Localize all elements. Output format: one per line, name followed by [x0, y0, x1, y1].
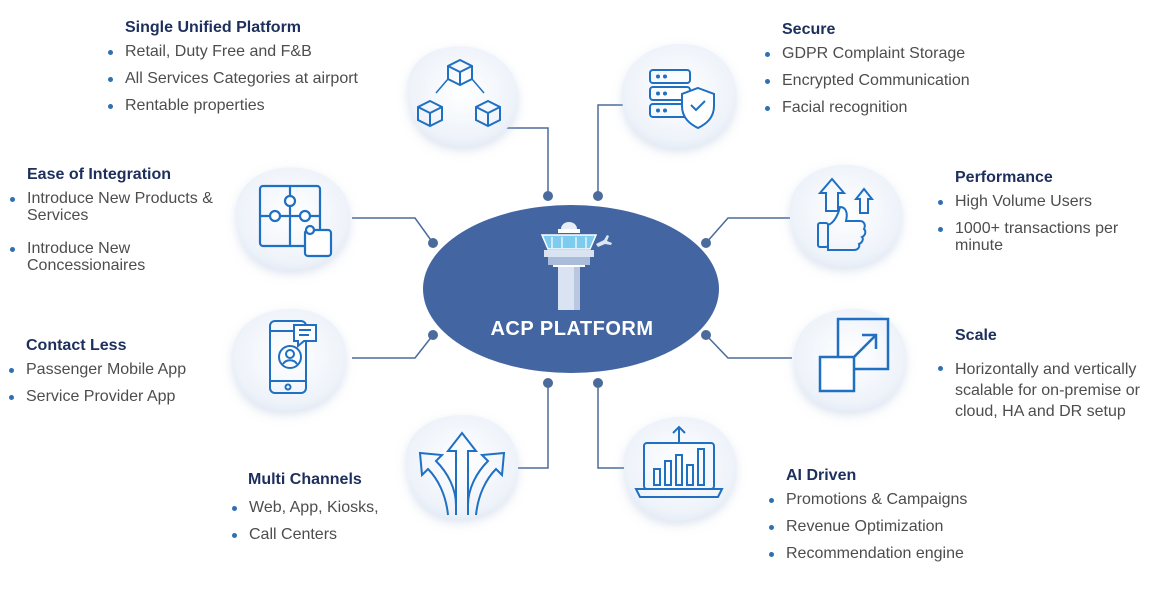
- thumbs-up-arrows-icon: [789, 164, 903, 268]
- connector-scale: [705, 334, 792, 359]
- laptop-chart-icon: [623, 416, 737, 521]
- split-arrows-icon: [405, 414, 519, 519]
- connector-ai-driven: [597, 383, 625, 469]
- feature-item: Web, App, Kiosks,: [231, 499, 431, 516]
- connector-contact-less: [352, 334, 434, 359]
- feature-item: Rentable properties: [107, 97, 397, 114]
- connector-ease-of-integration: [352, 217, 434, 244]
- server-shield-icon: [622, 43, 736, 148]
- feature-title: AI Driven: [786, 467, 857, 484]
- feature-item: Horizontally and vertically scalable for…: [937, 359, 1157, 422]
- feature-contact-less: Contact Less Passenger Mobile App Servic…: [8, 337, 228, 415]
- puzzle-icon: [236, 167, 351, 271]
- feature-item: Revenue Optimization: [768, 518, 1008, 535]
- feature-item: Passenger Mobile App: [8, 361, 228, 378]
- feature-item: All Services Categories at airport: [107, 70, 397, 87]
- feature-item: High Volume Users: [937, 193, 1157, 210]
- feature-single-unified-platform: Single Unified Platform Retail, Duty Fre…: [107, 19, 397, 124]
- feature-multi-channels: Multi Channels Web, App, Kiosks, Call Ce…: [231, 471, 431, 553]
- feature-item: 1000+ transactions per minute: [937, 220, 1135, 254]
- feature-secure: Secure GDPR Complaint Storage Encrypted …: [764, 21, 1024, 126]
- feature-item: Service Provider App: [8, 388, 228, 405]
- feature-ease-of-integration: Ease of Integration Introduce New Produc…: [9, 166, 224, 284]
- feature-title: Scale: [955, 327, 997, 344]
- feature-item: Call Centers: [231, 526, 431, 543]
- feature-performance: Performance High Volume Users 1000+ tran…: [937, 169, 1157, 264]
- feature-title: Secure: [782, 21, 836, 38]
- control-tower-icon: [540, 222, 612, 310]
- cubes-icon: [407, 46, 519, 147]
- connector-performance: [705, 217, 790, 244]
- hub-title: ACP PLATFORM: [490, 318, 654, 340]
- feature-item: Introduce New Products & Services: [9, 190, 224, 224]
- feature-item: Promotions & Campaigns: [768, 491, 1008, 508]
- feature-scale: Scale Horizontally and vertically scalab…: [937, 327, 1157, 432]
- feature-item: Retail, Duty Free and F&B: [107, 43, 397, 60]
- connector-dots: [428, 191, 711, 388]
- feature-item: Introduce New Concessionaires: [9, 240, 157, 274]
- feature-item: Encrypted Communication: [764, 72, 1024, 89]
- feature-item: Recommendation engine: [768, 545, 1008, 562]
- connector-secure: [597, 104, 625, 196]
- feature-title: Performance: [955, 169, 1053, 186]
- feature-title: Multi Channels: [248, 471, 362, 488]
- feature-item: GDPR Complaint Storage: [764, 45, 1024, 62]
- expand-icon: [794, 308, 907, 412]
- feature-title: Single Unified Platform: [125, 19, 302, 36]
- feature-title: Ease of Integration: [27, 166, 172, 183]
- feature-title: Contact Less: [26, 337, 127, 354]
- feature-item: Facial recognition: [764, 99, 1024, 116]
- central-hub: [423, 205, 719, 373]
- mobile-user-icon: [232, 308, 347, 411]
- feature-ai-driven: AI Driven Promotions & Campaigns Revenue…: [768, 467, 1008, 572]
